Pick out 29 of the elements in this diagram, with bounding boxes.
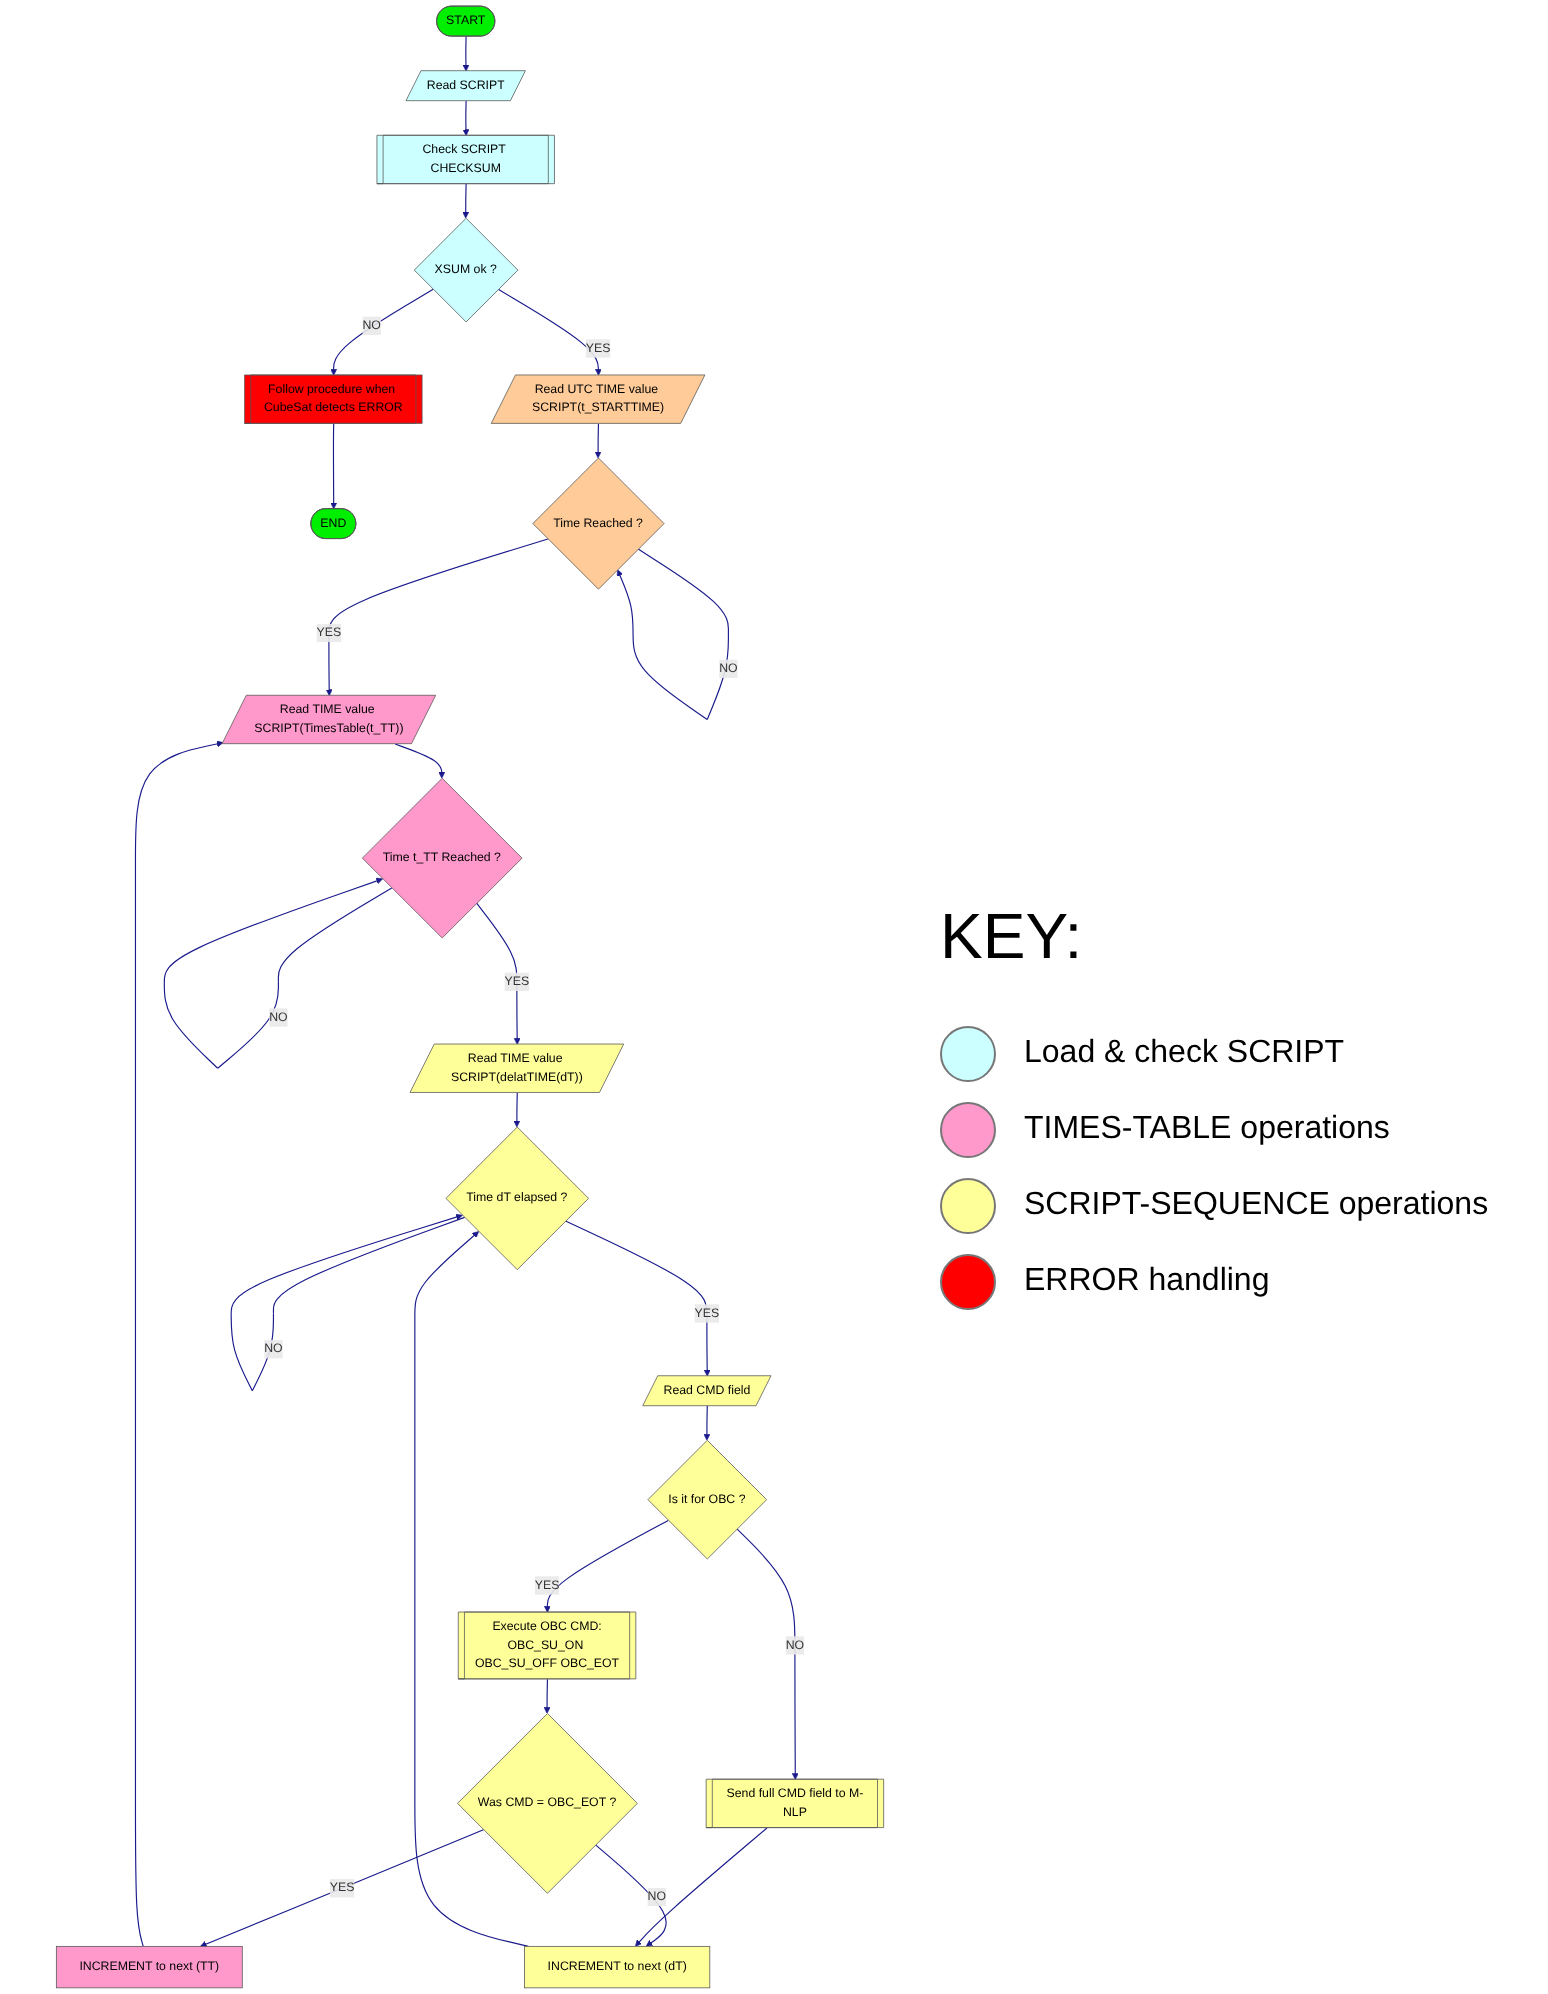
arrow [594,1844,667,1947]
arrow [462,100,470,136]
legend-text: SCRIPT-SEQUENCE operations [1024,1188,1489,1224]
arrow [200,1829,485,1948]
arrow [462,183,470,219]
legend-text: ERROR handling [1024,1264,1270,1300]
arrow [394,743,446,779]
arrow [462,35,470,72]
arrow [414,1231,529,1947]
arrow [497,288,602,376]
arrow [543,1519,669,1613]
arrow [163,877,393,1069]
legend-heading: KEY: [940,900,1083,974]
legend-text: TIMES-TABLE operations [1024,1112,1390,1148]
legend-text: Load & check SCRIPT [1024,1036,1345,1072]
arrow [635,1827,768,1947]
arrow [325,538,549,696]
arrow [616,548,729,721]
arrow [230,1213,466,1392]
arrow [543,1678,551,1714]
arrow [594,423,602,459]
arrow [134,740,224,1947]
arrow [513,1092,521,1128]
arrow [564,1220,711,1377]
arrow [736,1528,799,1780]
arrow [330,288,434,376]
arrow [330,423,338,510]
arrow [476,902,521,1045]
arrow [703,1405,711,1441]
